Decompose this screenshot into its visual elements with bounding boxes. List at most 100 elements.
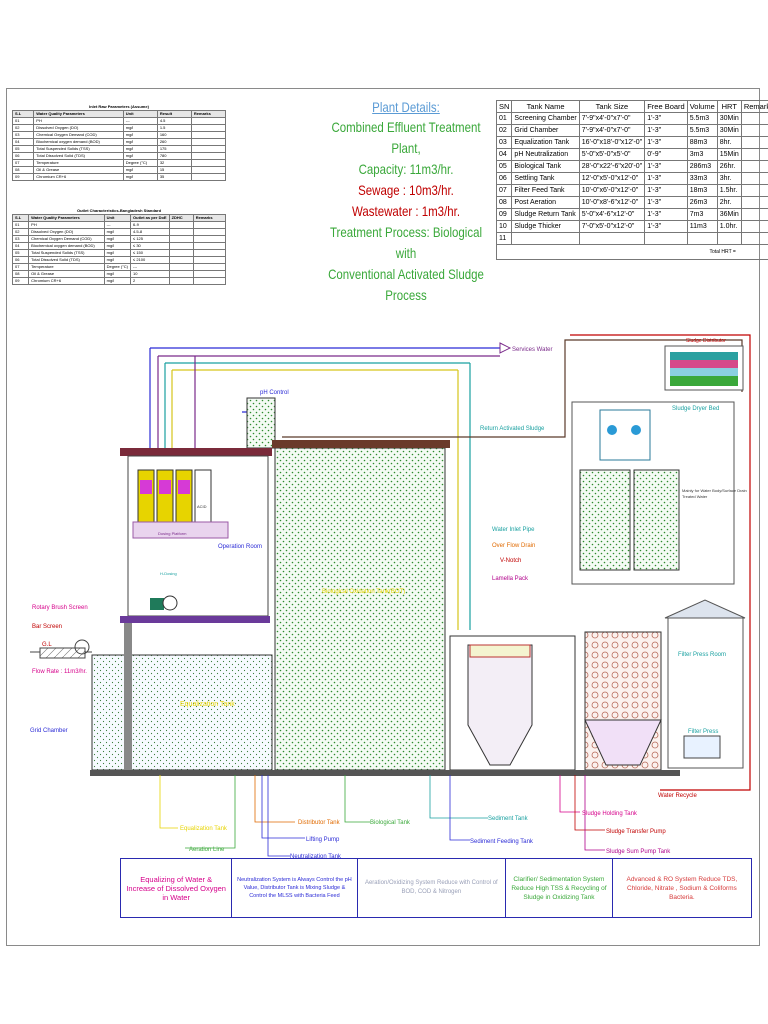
outlet-table-cell: Chemical Oxygen Demand (COD) (28, 235, 105, 243)
tank-table-cell (740, 172, 768, 185)
operation-room-label: Operation Room (218, 544, 262, 550)
filter-press (683, 735, 721, 759)
outlet-table-header-cell: Remarks (192, 214, 227, 222)
outlet-table-cell: 06 (11, 256, 30, 264)
inlet-table-cell: 780 (156, 152, 192, 160)
tank-table-header-cell: Volume (686, 100, 718, 113)
aeration-line-label: Aeration Line (189, 847, 225, 853)
inlet-table-cell: 03 (11, 131, 35, 139)
outlet-table-cell (168, 242, 194, 250)
inlet-table-cell: 06 (11, 152, 35, 160)
sludge-thickener (584, 719, 662, 766)
tank-table-cell: 1'-3" (644, 172, 688, 185)
outlet-table-cell: Total Suspended Solids (TSS) (28, 249, 105, 257)
tank-table-cell: 30Min (716, 112, 742, 125)
flow-rate-label: Flow Rate : 11m3/hr. (32, 669, 87, 675)
tank-table-cell: 5'-0"x5'-0"x5'-0" (578, 148, 646, 161)
tank-table-header-cell: Remarks (740, 100, 768, 113)
inlet-table-cell: Chromium CR+6 (33, 173, 124, 181)
tank-table-cell (740, 232, 768, 245)
tank-table-cell: 08 (495, 196, 513, 209)
tank-table-cell: 3hr. (716, 172, 742, 185)
outlet-table-cell (168, 256, 194, 264)
outlet-table-header-cell: ZDHC (168, 214, 194, 222)
tank-table-cell (578, 232, 646, 245)
inlet-table-header-cell: S.L (11, 110, 35, 118)
outlet-table-cell (168, 228, 194, 236)
tank-table-cell: 88m3 (686, 136, 718, 149)
inlet-table-cell (190, 124, 227, 132)
tank-table-cell: 33m3 (686, 172, 718, 185)
tank-table-cell: 1'-3" (644, 184, 688, 197)
tank-table-cell: 10'-0"x6'-0"x12'-0" (578, 184, 646, 197)
inlet-table-cell: Total Dissolved Solid (TDS) (33, 152, 124, 160)
tank-table-cell: 16'-0"x18'-0"x12'-0" (578, 136, 646, 149)
tank-table-cell (740, 160, 768, 173)
tank-table-cell: Screening Chamber (511, 112, 580, 125)
inlet-table-cell: mg/l (122, 166, 158, 174)
tank-table-cell: 5'-0"x4'-6"x12'-0" (578, 208, 646, 221)
outlet-table-cell: PH (28, 221, 105, 229)
inlet-table-cell: Dissolved Oxygen (DO) (33, 124, 124, 132)
process-description-boxes: Equalizing of Water & Increase of Dissol… (120, 858, 752, 918)
inlet-table-cell: 32 (156, 159, 192, 167)
dosing-platform (132, 521, 229, 539)
tank-table-cell (740, 184, 768, 197)
inlet-table-cell (190, 131, 227, 139)
tank-table-cell: 26hr. (716, 160, 742, 173)
tank-table-cell: 10'-0"x8'-6"x12'-0" (578, 196, 646, 209)
tank-table-cell (740, 124, 768, 137)
neutralization-description: Neutralization System is Always Control … (232, 859, 358, 917)
tank-table-cell (644, 232, 688, 245)
outlet-table-cell (192, 235, 227, 243)
tank-table-cell: 02 (495, 124, 513, 137)
inlet-table-cell: mg/l (122, 131, 158, 139)
outlet-table-cell: ≤ 125 (130, 235, 170, 243)
inlet-table-cell: 08 (11, 166, 35, 174)
tank-table-cell: 1'-3" (644, 160, 688, 173)
tank-table-cell (686, 232, 718, 245)
outlet-table-cell: 09 (11, 277, 30, 285)
tank-table-cell: 28'-0"x22'-6"x20'-0" (578, 160, 646, 173)
tank-table-cell (740, 220, 768, 233)
inlet-table-cell (190, 145, 227, 153)
tank-table-header-cell: Tank Size (578, 100, 646, 113)
tank-table-cell: 06 (495, 172, 513, 185)
outlet-table-cell: 6-9 (130, 221, 170, 229)
tank-table-cell: 1'-3" (644, 220, 688, 233)
plant-details-heading: Plant Details: (372, 99, 440, 115)
tank-table-cell: 5.5m3 (686, 124, 718, 137)
equalizing-description: Equalizing of Water & Increase of Dissol… (121, 859, 233, 917)
outlet-table-cell (192, 263, 227, 271)
lifting-pump-label: Lifting Pump (306, 837, 340, 843)
tank-table-cell: 2hr. (716, 196, 742, 209)
biological-tank-top (272, 440, 450, 448)
plant-details-line1: Combined Effluent Treatment Plant, (331, 119, 481, 156)
tank-table-cell: 3m3 (686, 148, 718, 161)
inlet-table-header-cell: Water Quality Parameters (33, 110, 124, 118)
tank-table-cell: 1'-3" (644, 196, 688, 209)
inlet-table-cell: Temperature (33, 159, 124, 167)
outlet-table-cell: 04 (11, 242, 30, 250)
outlet-table-cell (168, 263, 194, 271)
filter-press-roof (664, 599, 746, 619)
biological-tank-label: Biological Tank (370, 820, 411, 826)
inlet-table-cell: mg/l (122, 173, 158, 181)
sludge-dryer-bed-label: Sludge Dryer Bed (672, 406, 719, 412)
tank-table-cell: pH Neutralization (511, 148, 580, 161)
outlet-table-header-cell: Unit (103, 214, 132, 222)
operation-room-roof (120, 448, 272, 456)
outlet-table-cell: 02 (11, 228, 30, 236)
tank-table-cell: Biological Tank (511, 160, 580, 173)
clarifier-description: Clarifier/ Sedimentation System Reduce H… (506, 859, 613, 917)
